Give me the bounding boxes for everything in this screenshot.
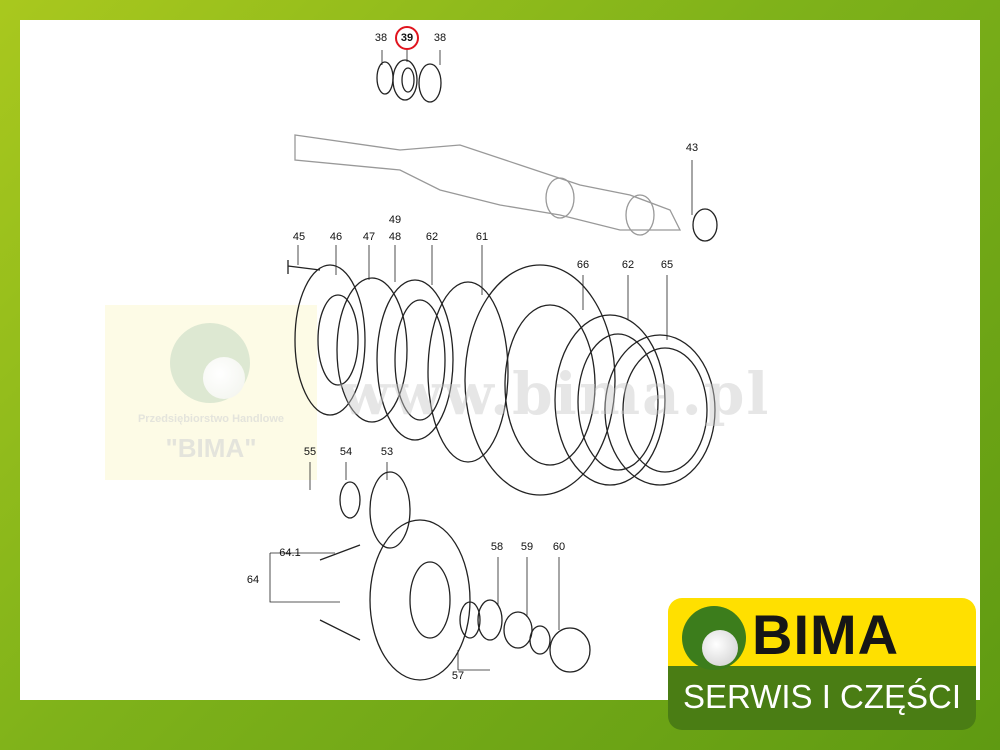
- ring-61: [427, 281, 509, 463]
- exploded-parts-drawing: [269, 50, 718, 681]
- part-label: 49: [388, 214, 402, 226]
- part-label: 53: [380, 446, 394, 458]
- gear-53: [339, 471, 411, 549]
- watermark-logo: Przedsiębiorstwo Handlowe "BIMA": [105, 305, 317, 480]
- part-label: 57: [451, 670, 465, 682]
- part-label: 43: [685, 142, 699, 154]
- bima-logo: BIMA SERWIS I CZĘŚCI: [668, 598, 976, 738]
- part-label: 46: [329, 231, 343, 243]
- part-label: 64.1: [279, 547, 301, 559]
- logo-name: BIMA: [752, 603, 900, 666]
- bearing-62: [554, 314, 666, 486]
- part-label: 60: [552, 541, 566, 553]
- part-label: 64: [246, 574, 260, 586]
- part-label: 38: [374, 32, 388, 44]
- part-label-highlighted[interactable]: 39: [395, 26, 419, 50]
- logo-tagline: SERWIS I CZĘŚCI: [682, 678, 962, 715]
- part-label: 59: [520, 541, 534, 553]
- part-label: 55: [303, 446, 317, 458]
- housing-66: [464, 264, 616, 496]
- part-label: 48: [388, 231, 402, 243]
- part-label: 66: [576, 259, 590, 271]
- axle-shaft: [294, 134, 682, 236]
- seal-65: [604, 334, 716, 486]
- carrier-64: [319, 519, 471, 681]
- part-label: 54: [339, 446, 353, 458]
- part-label: 65: [660, 259, 674, 271]
- part-label: 58: [490, 541, 504, 553]
- bearing-39-group: [376, 59, 442, 103]
- bearing-48: [376, 279, 454, 441]
- bolt-45: [287, 260, 321, 274]
- part-label: 62: [425, 231, 439, 243]
- hub-46: [294, 264, 366, 416]
- leader-lines: [269, 50, 693, 671]
- watermark-ball: [203, 357, 245, 399]
- part-label: 38: [433, 32, 447, 44]
- logo-green-band: [668, 666, 976, 730]
- diagram-panel: Przedsiębiorstwo Handlowe "BIMA" www.bim…: [20, 20, 980, 700]
- circlip-43: [692, 208, 718, 242]
- watermark-company-name: "BIMA": [165, 433, 257, 463]
- logo-ball-icon: [702, 630, 738, 666]
- small-parts-57-60: [459, 599, 591, 673]
- part-label: 45: [292, 231, 306, 243]
- watermark-url: www.bima.pl: [340, 360, 771, 428]
- watermark-company-line: Przedsiębiorstwo Handlowe: [137, 413, 285, 425]
- ring-47: [336, 277, 408, 423]
- part-label: 62: [621, 259, 635, 271]
- part-label: 47: [362, 231, 376, 243]
- part-label: 61: [475, 231, 489, 243]
